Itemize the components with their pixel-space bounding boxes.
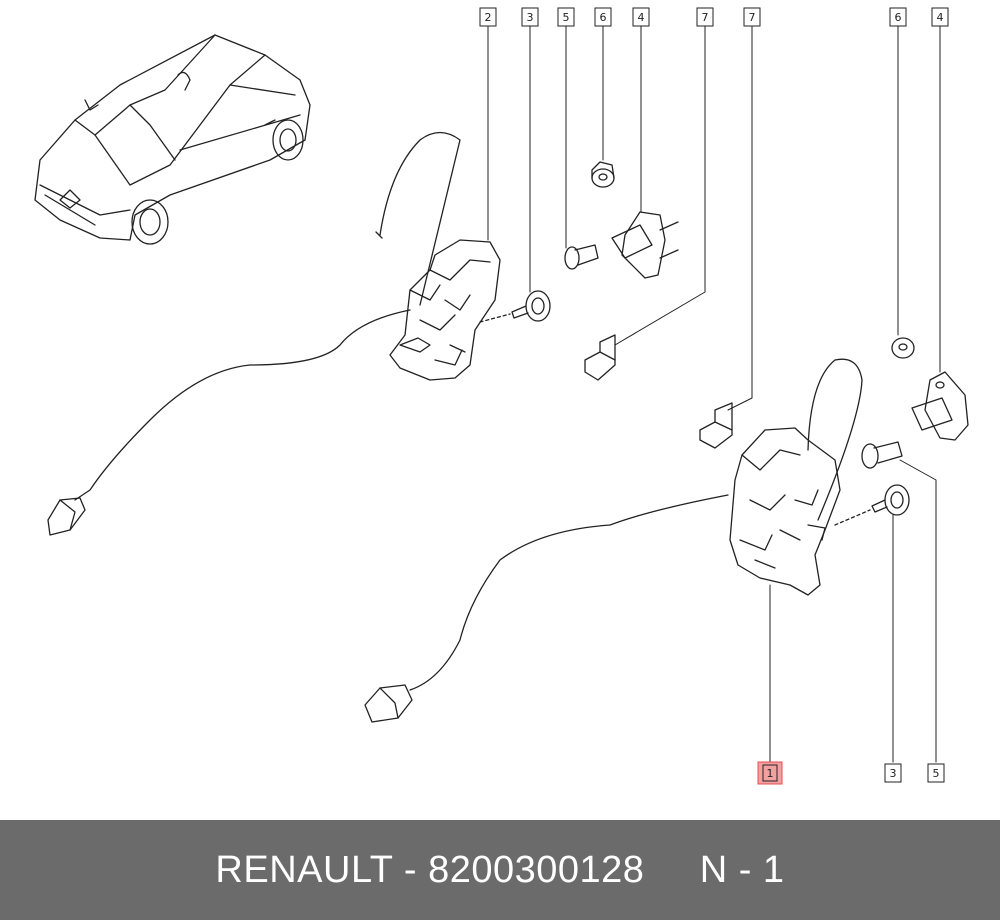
car-icon [34,34,311,245]
callout-label: 7 [749,11,756,24]
cable-icon [74,131,461,501]
reference-label: N - 1 [699,848,785,891]
bracket-icon [584,334,616,381]
callout-label: 5 [563,11,570,24]
bolt-icon [871,484,910,516]
connector-icon [47,497,86,536]
bolt-icon [511,290,551,322]
part-info-footer: RENAULT - 8200300128 N - 1 [0,820,1000,920]
brand-name: RENAULT [215,848,393,891]
callout-label: 3 [890,767,897,780]
callout-label: 4 [638,11,645,24]
cable-icon [409,358,863,691]
nut-icon [591,161,615,188]
connector-icon [364,684,413,723]
bracket-icon [699,402,733,449]
separator: - [403,848,417,891]
callout-label-highlighted: 1 [767,767,774,780]
nut-icon [891,337,915,359]
callout-group: 2 3 5 6 4 7 7 6 4 1 3 5 [479,7,949,785]
striker-icon [911,371,969,441]
callout-label: 2 [485,11,492,24]
striker-icon [611,211,679,279]
bolt-icon [861,441,903,469]
door-lock-actuator-icon [729,427,841,596]
callout-label: 3 [527,11,534,24]
part-info-text: RENAULT - 8200300128 N - 1 [215,849,784,892]
callout-label: 6 [895,11,902,24]
parts-diagram: 2 3 5 6 4 7 7 6 4 1 3 5 [34,7,969,785]
part-number: 8200300128 [428,848,645,891]
callout-label: 6 [600,11,607,24]
callout-label: 5 [933,767,940,780]
callout-label: 7 [702,11,709,24]
callout-label: 4 [937,11,944,24]
bolt-icon [564,244,599,270]
door-lock-actuator-icon [389,239,501,381]
